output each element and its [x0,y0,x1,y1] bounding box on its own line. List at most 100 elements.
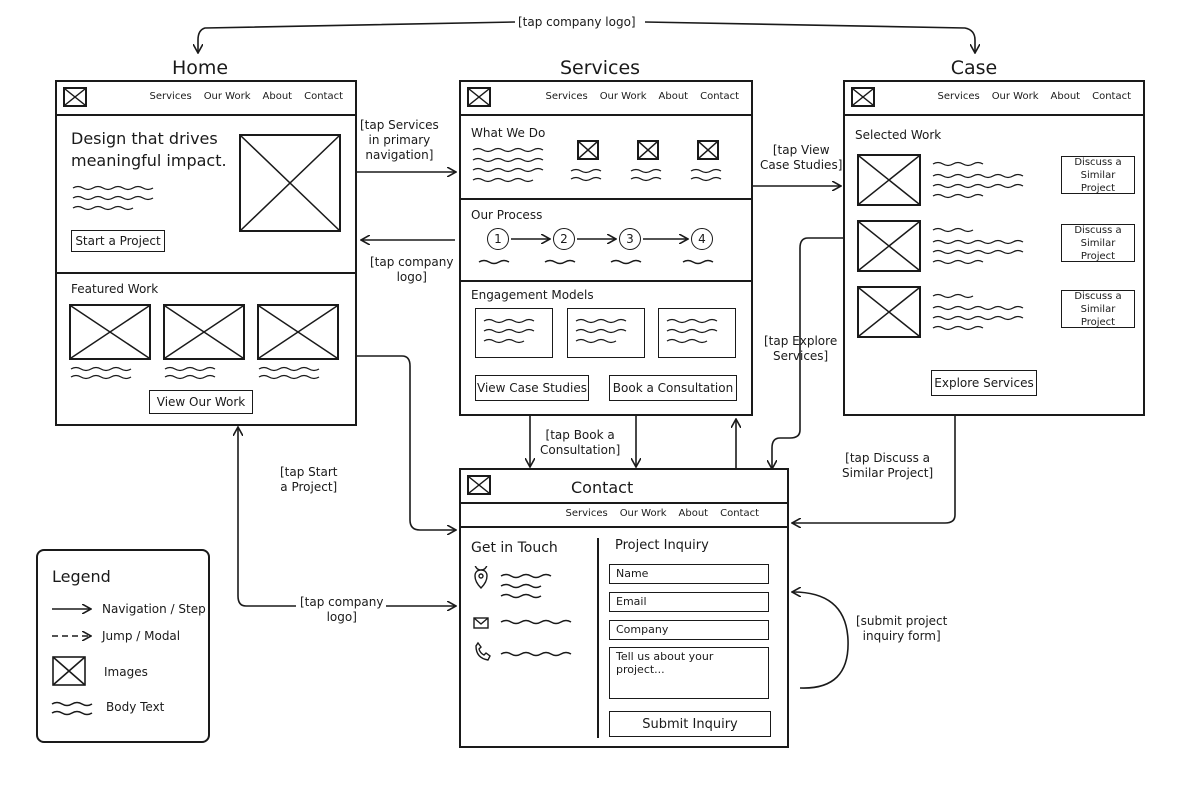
services-divider-1 [461,198,751,200]
contact-nav-divider [461,526,787,528]
book-consultation-button[interactable]: Book a Consultation [609,375,737,401]
service-icon-3 [697,140,719,160]
nav-our-work[interactable]: Our Work [599,91,647,102]
nav-contact[interactable]: Contact [304,91,343,102]
contact-nav: Services Our Work About Contact [566,508,759,519]
annotation-submit-form: [submit project inquiry form] [856,614,948,643]
headline-body-text [72,185,154,211]
nav-services[interactable]: Services [545,91,588,102]
nav-our-work[interactable]: Our Work [991,91,1039,102]
company-logo[interactable] [467,87,491,107]
services-divider-2 [461,280,751,282]
featured-body-text [70,366,320,380]
case-studies-nav: Services Our Work About Contact [845,82,1143,116]
nav-about[interactable]: About [262,91,293,102]
annotation-tap-book-consultation: [tap Book a Consultation] [540,428,621,457]
engagement-models-heading: Engagement Models [471,288,594,302]
contact-title: Contact [571,478,634,497]
message-textarea[interactable]: Tell us about your project... [609,647,769,699]
start-project-button[interactable]: Start a Project [71,230,165,252]
featured-image-1 [69,304,151,360]
nav-our-work[interactable]: Our Work [619,508,667,519]
annotation-tap-logo-home: [tap company logo] [370,255,454,284]
nav-contact[interactable]: Contact [1092,91,1131,102]
explore-services-button[interactable]: Explore Services [931,370,1037,396]
what-we-do-heading: What We Do [471,126,546,140]
engagement-card-3 [658,308,736,358]
nav-our-work[interactable]: Our Work [203,91,251,102]
process-step-4: 4 [691,228,713,250]
process-step-1: 1 [487,228,509,250]
services-title: Services [559,57,641,79]
contact-details [473,566,572,661]
case-study-text-2 [932,227,1024,265]
annotation-tap-view-case-studies: [tap View Case Studies] [760,143,843,172]
featured-image-3 [257,304,339,360]
service-icon-2 [637,140,659,160]
annotation-tap-logo-contact: [tap company logo] [300,595,384,624]
process-arrows [478,222,714,265]
services-wireframe: Services Our Work About Contact What We … [459,80,753,416]
legend: Legend [36,549,210,743]
hero-image [239,134,341,232]
case-study-text-1 [932,161,1024,199]
nav-services[interactable]: Services [937,91,980,102]
annotation-tap-start-project: [tap Start a Project] [280,465,338,494]
service-icon-1 [577,140,599,160]
case-studies-wireframe: Services Our Work About Contact Selected… [843,80,1145,416]
annotation-tap-services-nav: [tap Services in primary navigation] [360,118,439,162]
get-in-touch-heading: Get in Touch [471,540,558,556]
legend-title: Legend [52,567,111,586]
contact-wireframe: Contact Services Our Work About Contact … [459,468,789,748]
view-case-studies-button[interactable]: View Case Studies [475,375,589,401]
nav-contact[interactable]: Contact [720,508,759,519]
annotation-tap-explore-services: [tap Explore Services] [764,334,838,363]
legend-images-label: Images [104,665,148,679]
contact-header: Contact [461,470,787,504]
home-title: Home [171,57,229,79]
company-logo[interactable] [467,475,491,495]
nav-services[interactable]: Services [149,91,192,102]
nav-services[interactable]: Services [565,508,608,519]
view-our-work-button[interactable]: View Our Work [149,390,253,414]
discuss-project-button-3[interactable]: Discuss a Similar Project [1061,290,1135,328]
discuss-project-button-2[interactable]: Discuss a Similar Project [1061,224,1135,262]
nav-about[interactable]: About [678,508,709,519]
legend-navigation-label: Navigation / Step [102,602,206,616]
case-study-image-3 [857,286,921,338]
annotation-tap-discuss: [tap Discuss a Similar Project] [842,451,934,480]
annotation-tap-logo-top: [tap company logo] [518,15,636,29]
process-step-2: 2 [553,228,575,250]
engagement-card-2 [567,308,645,358]
process-step-3: 3 [619,228,641,250]
email-field[interactable]: Email [609,592,769,612]
case-study-image-1 [857,154,921,206]
project-inquiry-heading: Project Inquiry [615,538,709,553]
featured-image-2 [163,304,245,360]
home-nav: Services Our Work About Contact [57,82,355,116]
legend-jump-label: Jump / Modal [102,629,181,643]
service-icon-text [570,168,722,182]
name-field[interactable]: Name [609,564,769,584]
featured-work-heading: Featured Work [71,282,159,296]
our-process-heading: Our Process [471,208,543,222]
selected-work-heading: Selected Work [855,128,942,142]
company-logo[interactable] [851,87,875,107]
nav-about[interactable]: About [1050,91,1081,102]
case-study-image-2 [857,220,921,272]
company-logo[interactable] [63,87,87,107]
submit-inquiry-button[interactable]: Submit Inquiry [609,711,771,737]
nav-about[interactable]: About [658,91,689,102]
nav-contact[interactable]: Contact [700,91,739,102]
services-nav: Services Our Work About Contact [461,82,751,116]
what-we-do-text [472,147,544,183]
discuss-project-button-1[interactable]: Discuss a Similar Project [1061,156,1135,194]
home-headline: Design that drives meaningful impact. [71,129,227,170]
contact-column-divider [597,538,599,738]
home-wireframe: Services Our Work About Contact Design t… [55,80,357,426]
case-study-text-3 [932,293,1024,331]
home-divider [57,272,355,274]
legend-body-text-label: Body Text [106,700,165,714]
engagement-card-1 [475,308,553,358]
company-field[interactable]: Company [609,620,769,640]
